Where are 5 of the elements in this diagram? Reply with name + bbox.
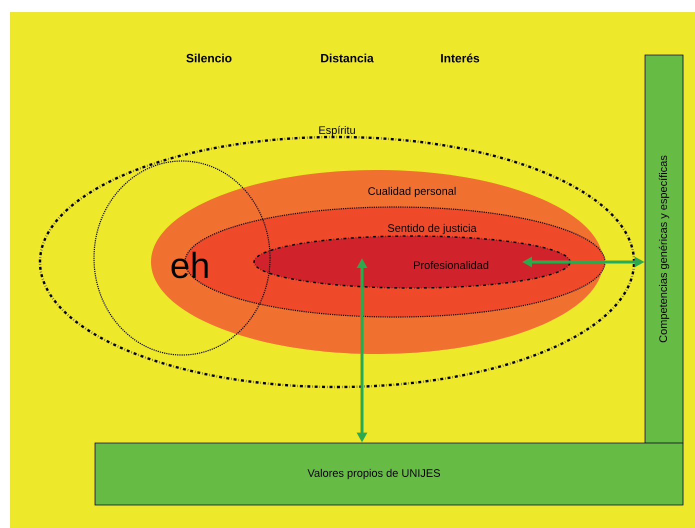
node-label: Espíritu — [319, 126, 355, 136]
heading-word: Interés — [441, 54, 480, 62]
heading-word: Distancia — [321, 54, 374, 62]
heading-word: Silencio — [186, 54, 232, 62]
vertical-bar: Competencias genéricas y específicas — [644, 54, 684, 444]
